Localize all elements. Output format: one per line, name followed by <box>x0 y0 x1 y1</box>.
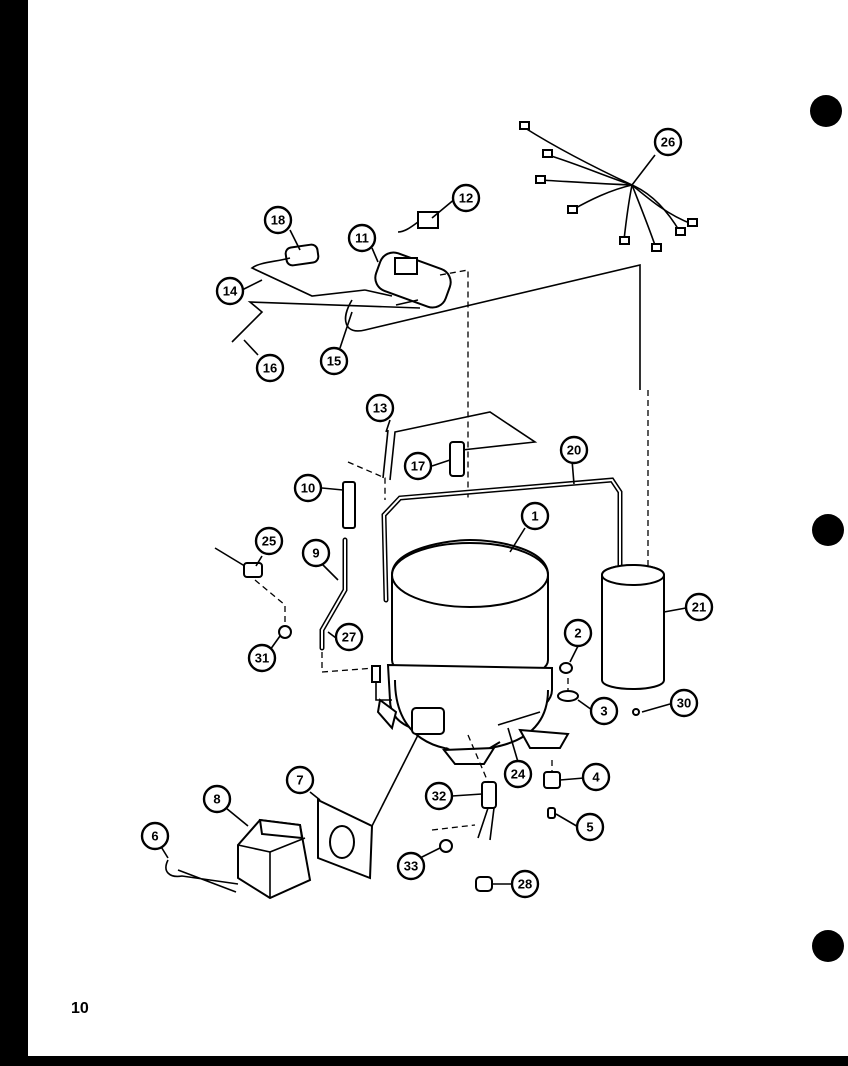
terminal-cover-part <box>237 818 312 900</box>
callout-12: 12 <box>451 183 481 213</box>
svg-text:7: 7 <box>296 773 303 788</box>
mounting-grommets-part <box>543 662 579 819</box>
svg-text:18: 18 <box>271 213 285 228</box>
callout-27: 27 <box>334 622 364 652</box>
svg-text:20: 20 <box>567 443 581 458</box>
svg-text:28: 28 <box>518 877 532 892</box>
callout-11: 11 <box>347 223 377 253</box>
callout-5: 5 <box>575 812 605 842</box>
svg-text:12: 12 <box>459 191 473 206</box>
callout-8: 8 <box>202 784 232 814</box>
svg-text:8: 8 <box>213 792 220 807</box>
svg-text:31: 31 <box>255 651 269 666</box>
callout-2: 2 <box>563 618 593 648</box>
svg-text:17: 17 <box>411 459 425 474</box>
terminal-clip-part <box>214 547 292 639</box>
callout-14: 14 <box>215 276 245 306</box>
compressor-part <box>371 538 570 765</box>
scan-border-left <box>0 0 28 1066</box>
callout-4: 4 <box>581 762 611 792</box>
callout-32: 32 <box>424 781 454 811</box>
svg-text:1: 1 <box>531 509 538 524</box>
svg-text:11: 11 <box>355 231 369 246</box>
svg-text:10: 10 <box>301 481 315 496</box>
callout-16: 16 <box>255 353 285 383</box>
punch-hole-bottom <box>812 930 844 962</box>
overload-part <box>431 734 497 892</box>
capillary-tube-part <box>231 301 421 343</box>
drier-part <box>250 243 366 297</box>
fitting-10-part <box>342 481 356 529</box>
callout-7: 7 <box>285 765 315 795</box>
callout-15: 15 <box>319 346 349 376</box>
callout-20: 20 <box>559 435 589 465</box>
svg-text:33: 33 <box>404 859 418 874</box>
tube-13-part <box>389 411 538 481</box>
callout-13: 13 <box>365 393 395 423</box>
callout-28: 28 <box>510 869 540 899</box>
strainer-part <box>449 441 465 477</box>
callout-1: 1 <box>520 501 550 531</box>
svg-text:4: 4 <box>592 770 600 785</box>
callout-10: 10 <box>293 473 323 503</box>
svg-text:30: 30 <box>677 696 691 711</box>
punch-hole-middle <box>812 514 844 546</box>
valve-part <box>364 251 469 500</box>
callout-17: 17 <box>403 451 433 481</box>
svg-text:5: 5 <box>586 820 593 835</box>
callout-25: 25 <box>254 526 284 556</box>
svg-text:25: 25 <box>262 534 276 549</box>
svg-text:32: 32 <box>432 789 446 804</box>
svg-text:15: 15 <box>327 354 341 369</box>
svg-text:2: 2 <box>574 626 581 641</box>
relay-part <box>397 211 439 233</box>
svg-text:6: 6 <box>151 829 158 844</box>
callout-24: 24 <box>503 759 533 789</box>
svg-text:26: 26 <box>661 135 675 150</box>
callout-26: 26 <box>653 127 683 157</box>
svg-text:24: 24 <box>511 767 526 782</box>
discharge-tube-part <box>344 263 641 390</box>
punch-hole-top <box>810 95 842 127</box>
accumulator-part <box>601 390 665 716</box>
svg-text:13: 13 <box>373 401 387 416</box>
svg-text:9: 9 <box>312 546 319 561</box>
wire-harness-part <box>519 121 698 252</box>
page-number: 10 <box>71 1000 89 1017</box>
callout-9: 9 <box>301 538 331 568</box>
bale-clip-part <box>165 859 239 893</box>
callout-31: 31 <box>247 643 277 673</box>
callout-3: 3 <box>589 696 619 726</box>
callout-30: 30 <box>669 688 699 718</box>
svg-text:16: 16 <box>263 361 277 376</box>
scan-border-bottom <box>0 1056 848 1066</box>
gasket-part <box>317 734 419 880</box>
callout-33: 33 <box>396 851 426 881</box>
callout-18: 18 <box>263 205 293 235</box>
callout-6: 6 <box>140 821 170 851</box>
svg-text:21: 21 <box>692 600 706 615</box>
callout-21: 21 <box>684 592 714 622</box>
svg-text:3: 3 <box>600 704 607 719</box>
svg-text:14: 14 <box>223 284 238 299</box>
svg-text:27: 27 <box>342 630 356 645</box>
